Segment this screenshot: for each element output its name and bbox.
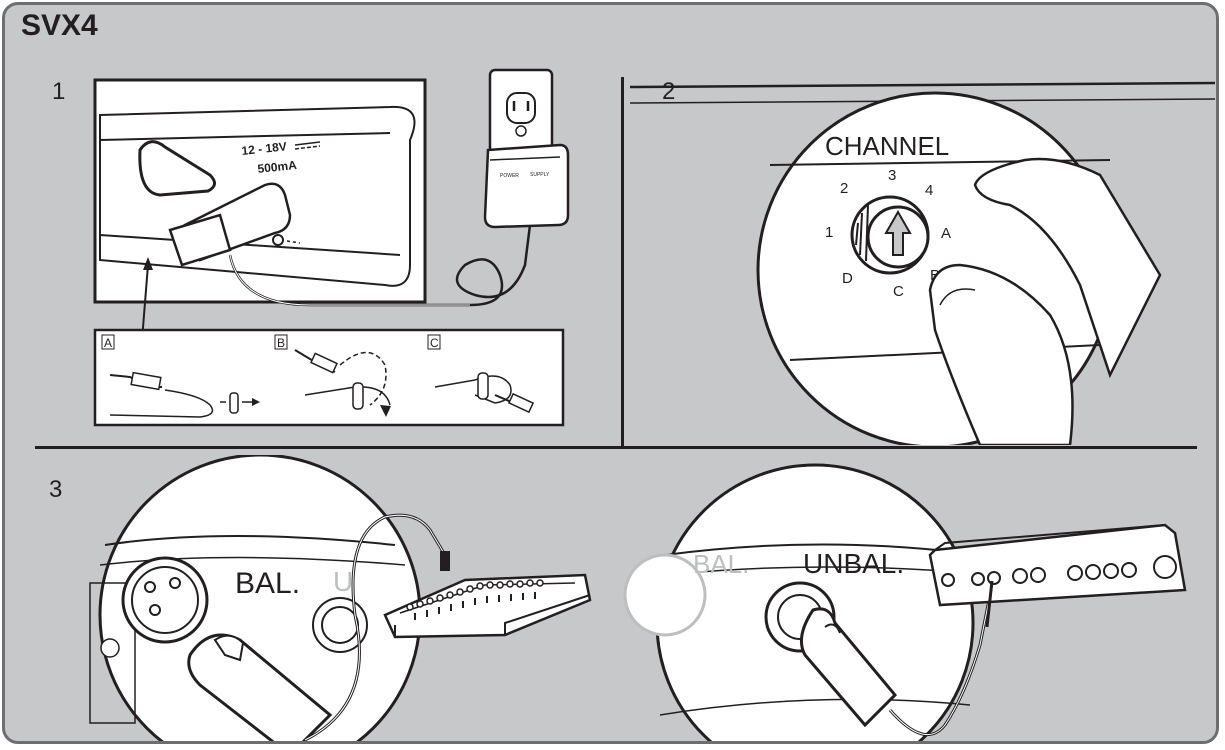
adapter-label-power: POWER [500, 173, 519, 179]
unbalanced-output-label: UNBAL. [803, 548, 904, 579]
amplifier-chassis [930, 525, 1185, 605]
channel-position-c: C [893, 283, 904, 300]
inset-step-a: A [104, 336, 112, 350]
panel-1-power-illustration: 12 - 18V 500mA POWER SUPPLY A B C [90, 65, 610, 435]
panel-divider-vertical [621, 77, 624, 447]
step-1-number: 1 [52, 78, 65, 106]
diagram-title: SVX4 [21, 9, 98, 43]
channel-position-1: 1 [825, 224, 833, 241]
panel-divider-horizontal [35, 446, 1197, 449]
adapter-label-supply: SUPPLY [530, 172, 550, 178]
inset-a-tie [230, 393, 238, 413]
panel-2-channel-illustration: CHANNEL 1 2 3 4 A B C D [630, 75, 1219, 445]
channel-position-d: D [842, 270, 853, 287]
channel-position-4: 4 [925, 182, 933, 199]
inset-step-c: C [430, 336, 439, 350]
cable-routing-inset [95, 330, 563, 425]
channel-heading: CHANNEL [825, 131, 949, 161]
channel-position-a: A [941, 225, 951, 242]
unbalanced-label-partial: U [333, 566, 353, 597]
panel-3-output-illustration: BAL. U BAL. UNBAL. [65, 455, 1215, 744]
balanced-label-faded: BAL. [693, 549, 749, 579]
channel-position-2: 2 [840, 180, 848, 197]
step-3-number: 3 [49, 476, 62, 504]
balanced-output-label: BAL. [235, 567, 300, 600]
channel-position-3: 3 [888, 167, 896, 184]
inset-step-b: B [277, 336, 285, 350]
dc-jack [273, 235, 283, 245]
